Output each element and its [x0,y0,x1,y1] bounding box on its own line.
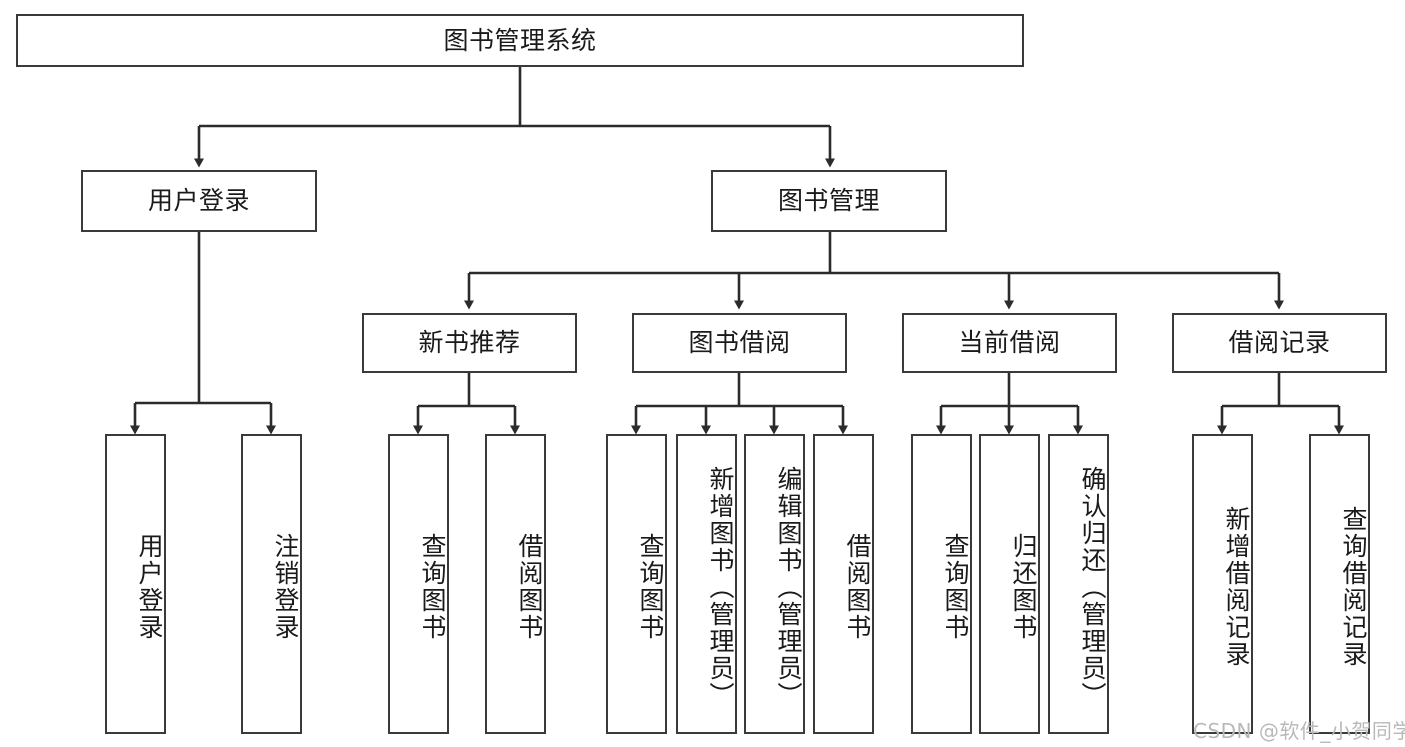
csdn-watermark: CSDN @软件_小贺同学 [1193,719,1405,743]
node-current-borrow[interactable]: 当前借阅 [902,313,1117,373]
leaf-label: 归还图书 [1009,533,1038,641]
leaf-borrow-borrow-book[interactable]: 借阅图书 [813,434,874,734]
leaf-label: 查询借阅记录 [1339,506,1368,668]
node-label: 用户登录 [147,186,250,215]
leaf-user-login-logout[interactable]: 注销登录 [241,434,302,734]
leaf-records-query-record[interactable]: 查询借阅记录 [1309,434,1370,734]
node-book-borrow[interactable]: 图书借阅 [632,313,847,373]
node-label: 新书推荐 [418,328,521,357]
leaf-current-return-book[interactable]: 归还图书 [979,434,1040,734]
leaf-recommend-query-book[interactable]: 查询图书 [388,434,449,734]
node-borrow-records[interactable]: 借阅记录 [1172,313,1387,373]
leaf-label: 新增借阅记录 [1222,506,1251,668]
node-label: 图书管理系统 [443,25,597,55]
node-book-management[interactable]: 图书管理 [711,170,947,232]
leaf-label: 查询图书 [636,533,665,641]
node-label: 图书借阅 [688,328,791,357]
leaf-borrow-query-book[interactable]: 查询图书 [606,434,667,734]
leaf-borrow-edit-book-admin[interactable]: 编辑图书（管理员） [744,434,805,734]
leaf-label: 用户登录 [135,533,164,641]
leaf-borrow-add-book-admin[interactable]: 新增图书（管理员） [676,434,737,734]
leaf-label: 新增图书（管理员） [706,465,735,709]
node-label: 图书管理 [777,186,880,215]
node-label: 当前借阅 [958,328,1061,357]
leaf-label: 注销登录 [271,533,300,641]
leaf-label: 借阅图书 [843,533,872,641]
leaf-records-add-record[interactable]: 新增借阅记录 [1192,434,1253,734]
node-root-system[interactable]: 图书管理系统 [16,14,1024,67]
node-new-book-recommend[interactable]: 新书推荐 [362,313,577,373]
leaf-current-query-book[interactable]: 查询图书 [911,434,972,734]
node-user-login[interactable]: 用户登录 [81,170,317,232]
leaf-label: 查询图书 [941,533,970,641]
node-label: 借阅记录 [1228,328,1331,357]
leaf-user-login-login[interactable]: 用户登录 [105,434,166,734]
leaf-current-confirm-return-admin[interactable]: 确认归还（管理员） [1048,434,1109,734]
leaf-label: 编辑图书（管理员） [774,465,803,709]
leaf-label: 确认归还（管理员） [1078,465,1107,709]
leaf-label: 查询图书 [418,533,447,641]
leaf-label: 借阅图书 [515,533,544,641]
leaf-recommend-borrow-book[interactable]: 借阅图书 [485,434,546,734]
